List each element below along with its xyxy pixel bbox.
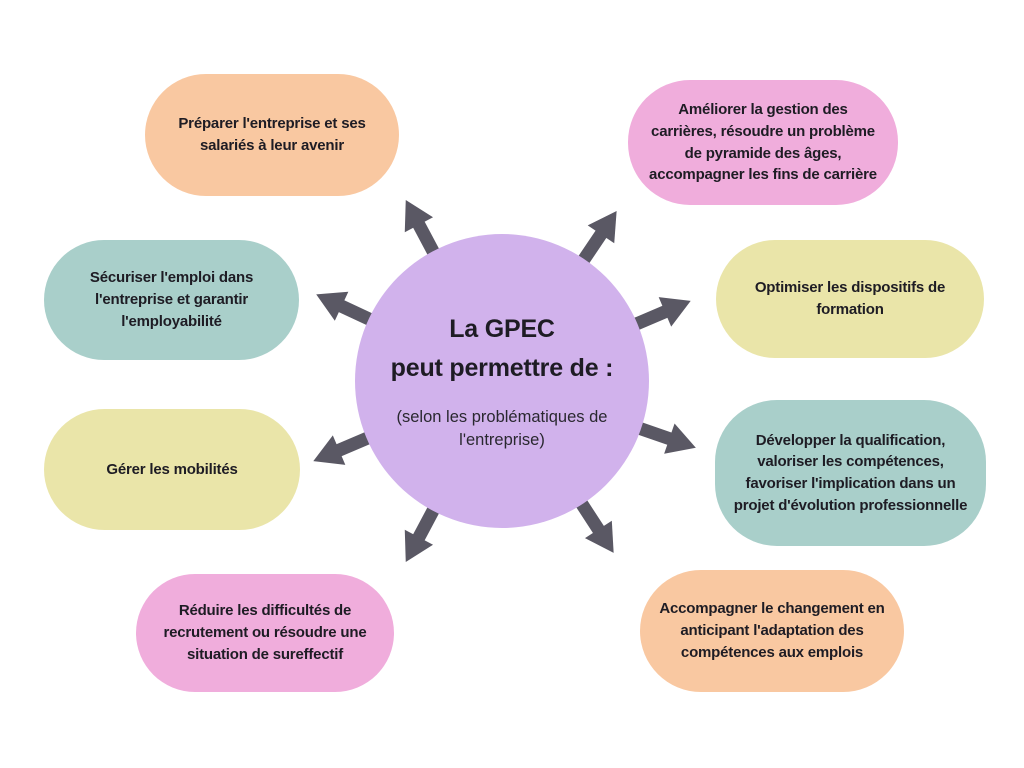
bubble-right-upper: Optimiser les dispositifs de formation	[716, 240, 984, 358]
bubble-label: Améliorer la gestion des carrières, réso…	[649, 101, 877, 184]
bubble-label: Gérer les mobilités	[106, 460, 238, 478]
center-subtitle: (selon les problématiques de l'entrepris…	[396, 407, 608, 449]
bubble-bottom-left: Réduire les difficultés de recrutement o…	[136, 574, 394, 692]
bubble-label: Réduire les difficultés de recrutement o…	[163, 602, 367, 663]
bubble-left-upper: Sécuriser l'emploi dans l'entreprise et …	[44, 240, 299, 360]
bubble-bottom-right: Accompagner le changement en anticipant …	[640, 570, 904, 692]
center-title: La GPEC peut permettre de :	[390, 315, 614, 382]
center-circle: La GPEC peut permettre de : (selon les p…	[355, 234, 649, 528]
bubble-label: Optimiser les dispositifs de formation	[754, 279, 946, 318]
bubble-label: Développer la qualification, valoriser l…	[733, 431, 968, 514]
bubble-left-lower: Gérer les mobilités	[44, 409, 300, 530]
bubble-right-lower: Développer la qualification, valoriser l…	[715, 400, 986, 546]
bubble-top-right: Améliorer la gestion des carrières, réso…	[628, 80, 898, 205]
bubble-label: Accompagner le changement en anticipant …	[659, 600, 885, 661]
bubble-label: Sécuriser l'emploi dans l'entreprise et …	[89, 269, 254, 330]
bubble-top-left: Préparer l'entreprise et ses salariés à …	[145, 74, 399, 196]
bubble-label: Préparer l'entreprise et ses salariés à …	[178, 115, 366, 154]
